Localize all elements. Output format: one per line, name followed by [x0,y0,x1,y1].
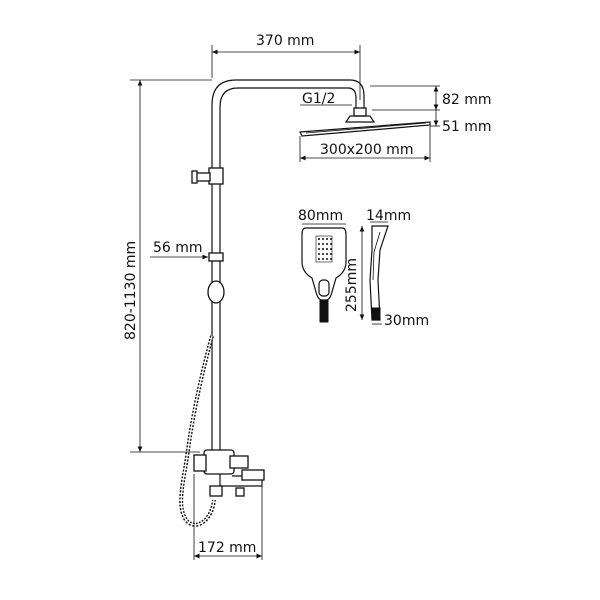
label-head-height-top: 82 mm [442,92,492,108]
label-head-size: 300x200 mm [320,142,413,158]
handshower-front [301,227,347,323]
handshower-side [369,225,389,321]
label-handshower-length: 255mm [344,258,360,312]
shower-column [191,79,365,470]
label-head-height-bottom: 51 mm [442,119,492,135]
label-handshower-width: 80mm [298,208,343,224]
mixer [193,449,265,497]
dimension-lines [130,45,440,560]
label-handshower-handle: 30mm [384,313,429,329]
shower-head [299,107,431,137]
column-ring [208,252,224,262]
label-spout-length: 172 mm [198,540,256,556]
label-handshower-depth: 14mm [366,208,411,224]
label-thread: G1/2 [302,91,335,107]
slider-bracket [208,167,224,185]
label-column-height: 820-1130 mm [123,241,139,340]
hose [179,335,216,527]
label-column-offset: 56 mm [153,240,203,256]
slider-knob [207,280,225,304]
label-arm-length: 370 mm [256,33,314,49]
